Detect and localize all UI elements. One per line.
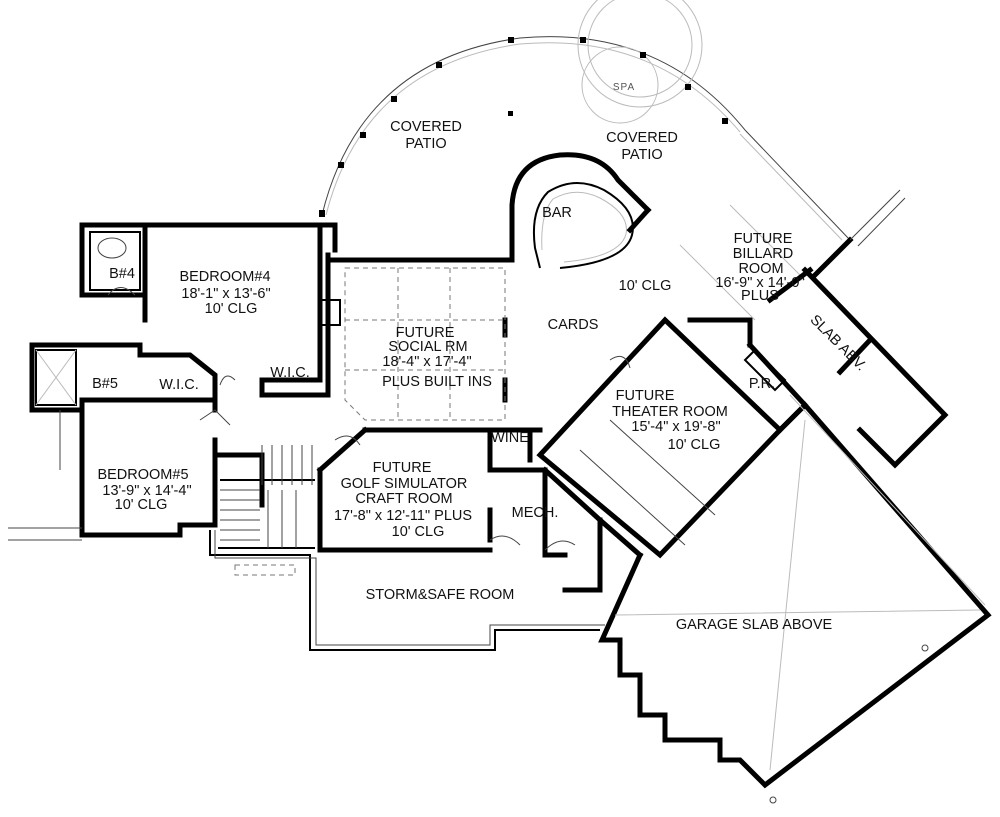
storm-walls-outer bbox=[214, 530, 605, 646]
bedroom5-dims: 13'-9" x 14'-4" bbox=[102, 483, 191, 499]
wine-label: WINE bbox=[491, 430, 529, 446]
bedroom5-ceiling: 10' CLG bbox=[115, 497, 168, 513]
b4-tub bbox=[97, 237, 127, 259]
theater-line1: FUTURE bbox=[616, 388, 675, 404]
bar-counter bbox=[532, 182, 634, 269]
garage-label: GARAGE SLAB ABOVE bbox=[676, 617, 833, 633]
spa-label: SPA bbox=[613, 82, 635, 93]
theater-ceiling: 10' CLG bbox=[668, 437, 721, 453]
wine-walls bbox=[487, 427, 533, 463]
bedroom4-dims: 18'-1" x 13'-6" bbox=[181, 286, 270, 302]
bedroom4-walls bbox=[79, 222, 338, 398]
billard-line1: FUTURE bbox=[734, 231, 793, 247]
mech-walls bbox=[487, 466, 644, 593]
slab-walls bbox=[766, 266, 949, 469]
billard-line2: BILLARD bbox=[733, 246, 793, 262]
b5-label: B#5 bbox=[92, 376, 118, 392]
patio-posts bbox=[319, 37, 728, 217]
golf-dims: 17'-8" x 12'-11" PLUS bbox=[334, 508, 472, 524]
billard-dims: 16'-9" x 14'-0" bbox=[715, 275, 804, 291]
bedroom4-ceiling: 10' CLG bbox=[205, 301, 258, 317]
golf-line3: CRAFT ROOM bbox=[355, 491, 452, 507]
social-line2: SOCIAL RM bbox=[388, 339, 467, 355]
spa-outline bbox=[581, 46, 659, 124]
patio-edge-right-2 bbox=[739, 133, 843, 241]
garage-outline bbox=[598, 394, 992, 789]
wic-left-label: W.I.C. bbox=[159, 377, 198, 393]
social-builtins: PLUS BUILT INS bbox=[382, 374, 492, 390]
bar-label: BAR bbox=[542, 205, 572, 221]
theater-walls bbox=[536, 316, 784, 559]
spa-ring bbox=[587, 0, 693, 98]
door-swings bbox=[199, 355, 631, 551]
covered-patio-left-line1: COVERED bbox=[390, 119, 462, 135]
b4-label: B#4 bbox=[109, 266, 135, 282]
bar-counter-2 bbox=[541, 191, 627, 263]
mech-label: MECH. bbox=[512, 505, 559, 521]
garage-marker-2 bbox=[921, 644, 929, 652]
billard-line3: ROOM bbox=[738, 261, 783, 277]
billard-inner bbox=[679, 204, 806, 321]
golf-line2: GOLF SIMULATOR bbox=[341, 476, 468, 492]
golf-walls bbox=[316, 426, 543, 553]
pr-label: P.R. bbox=[749, 376, 775, 392]
covered-patio-left-line2: PATIO bbox=[405, 136, 446, 152]
bedroom5-walls bbox=[79, 397, 218, 538]
billard-plus: PLUS bbox=[741, 288, 779, 304]
pr-fixture bbox=[743, 348, 787, 392]
bedroom4-title: BEDROOM#4 bbox=[179, 269, 270, 285]
b4-bath bbox=[89, 231, 141, 291]
ceiling-10-label: 10' CLG bbox=[619, 278, 672, 294]
golf-ceiling: 10' CLG bbox=[392, 524, 445, 540]
theater-dims: 15'-4" x 19'-8" bbox=[631, 419, 720, 435]
slab-extension bbox=[849, 189, 906, 247]
theater-rows bbox=[579, 419, 716, 546]
storm-label: STORM&SAFE ROOM bbox=[366, 587, 515, 603]
covered-patio-right-line2: PATIO bbox=[621, 147, 662, 163]
b5-bath-x bbox=[35, 349, 77, 406]
bedroom5-ext bbox=[8, 410, 82, 541]
stairs bbox=[212, 445, 315, 576]
b4-door-swing bbox=[107, 287, 136, 296]
social-dims: 18'-4" x 17'-4" bbox=[382, 354, 471, 370]
patio-arc-inner bbox=[325, 42, 741, 216]
patio-edge-right bbox=[744, 129, 851, 241]
social-line1: FUTURE bbox=[396, 325, 455, 341]
social-closet bbox=[320, 299, 341, 326]
storm-walls bbox=[209, 530, 600, 651]
social-grid bbox=[344, 267, 506, 421]
golf-line1: FUTURE bbox=[373, 460, 432, 476]
spa-ring-2 bbox=[577, 0, 703, 108]
cards-label: CARDS bbox=[548, 317, 599, 333]
billard-walls bbox=[626, 206, 854, 279]
garage-marker bbox=[769, 796, 777, 804]
slab-abv-label: SLAB ABV. bbox=[807, 312, 869, 374]
theater-line2: THEATER ROOM bbox=[612, 404, 728, 420]
wic-right-label: W.I.C. bbox=[270, 365, 309, 381]
bar-arc bbox=[509, 152, 652, 263]
patio-arc bbox=[321, 36, 746, 216]
covered-patio-right-line1: COVERED bbox=[606, 130, 678, 146]
bedroom5-title: BEDROOM#5 bbox=[97, 467, 188, 483]
